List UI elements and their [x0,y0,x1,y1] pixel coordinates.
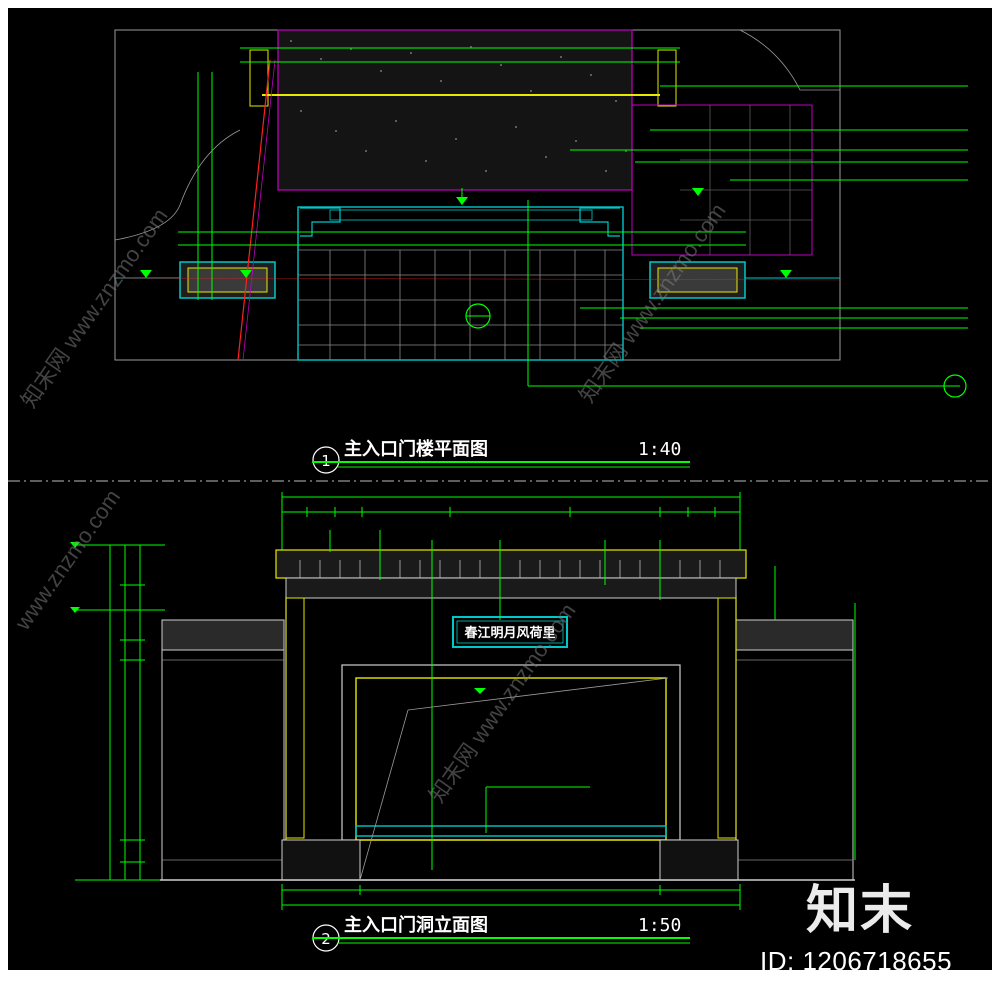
plan-title: 主入口门楼平面图 [344,438,488,460]
plan-scale: 1:40 [638,439,681,460]
elev-right-wall [734,619,854,881]
elev-roof-cornice [275,549,747,579]
plan-number-circle [312,446,340,474]
plan-view: 1 主入口门楼平面图 1:40 [114,29,968,474]
elev-left-wall [161,619,285,881]
plan-paving-texture [290,40,627,172]
elev-plaque [452,616,568,648]
elevation-view: 春江明月风荷里 [70,492,856,952]
elev-plaque-text: 春江明月风荷里 [463,625,555,641]
elevation-title: 主入口门洞立面图 [344,914,488,936]
watermark-logo: 知末 [806,881,915,941]
elevation-scale: 1:50 [638,915,681,936]
plan-paving-area [277,29,633,191]
watermark-id: ID: 1206718655 [760,946,953,976]
